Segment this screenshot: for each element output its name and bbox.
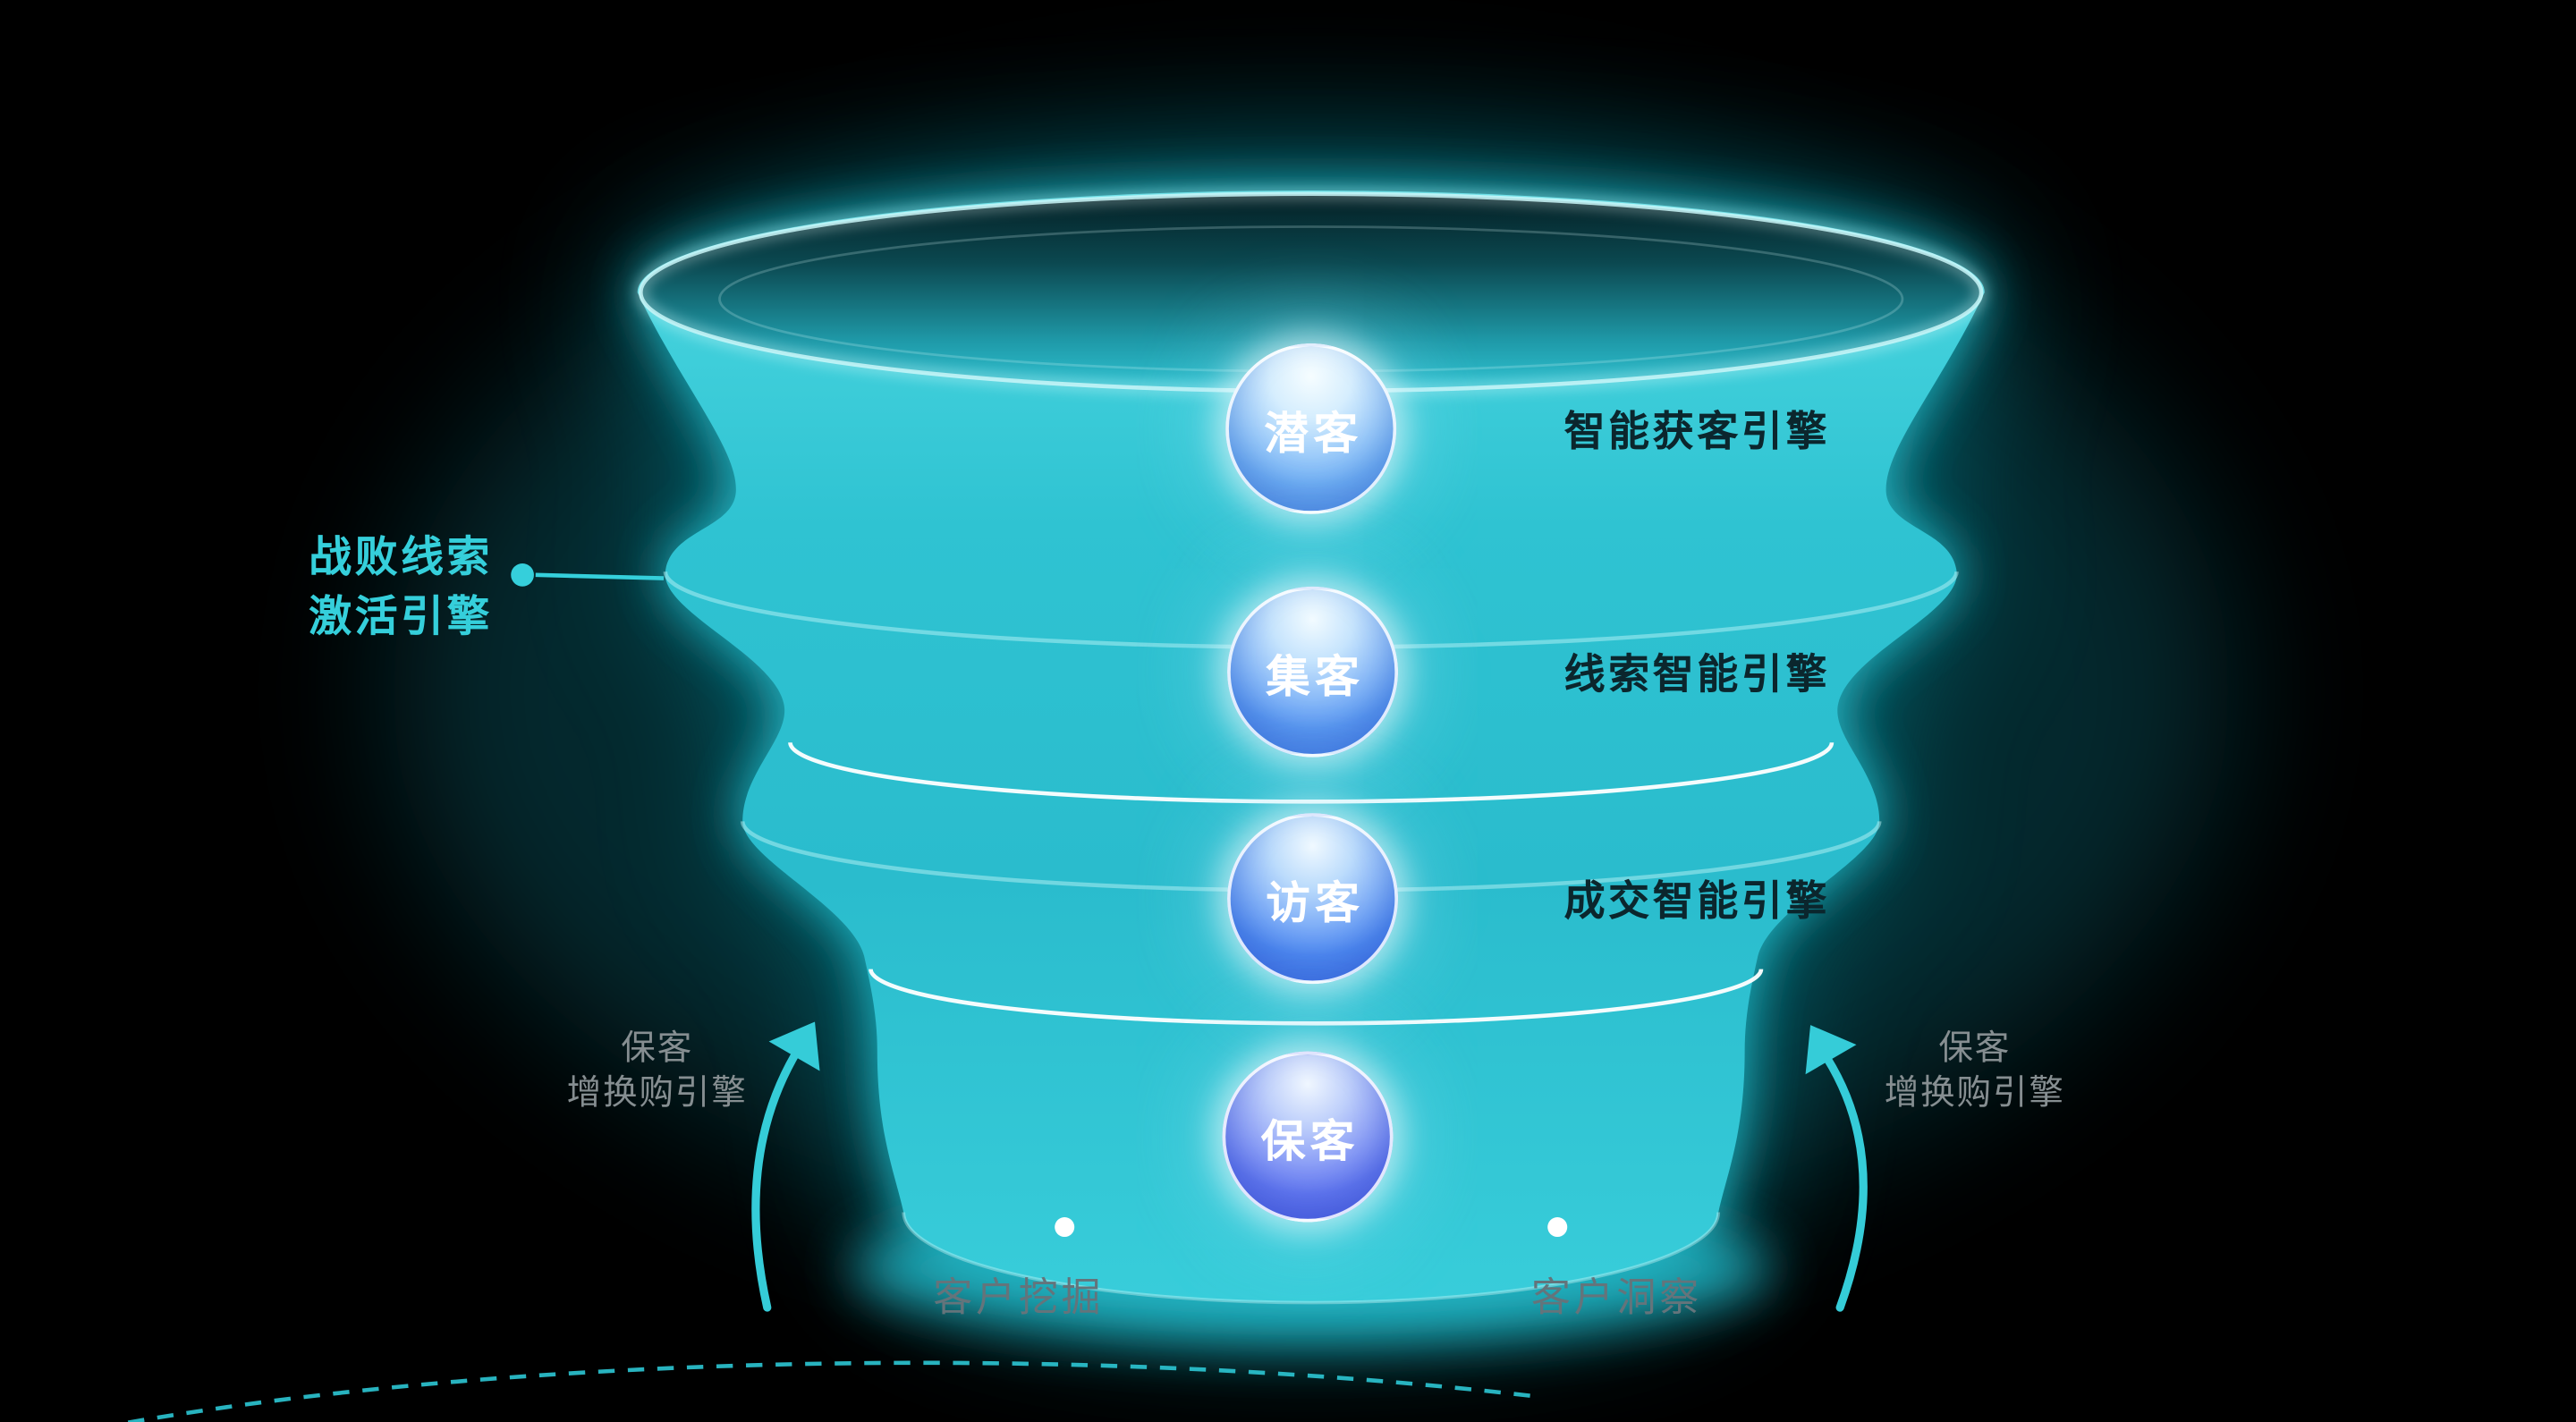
retention-label-left-line1: 保客 xyxy=(621,1029,694,1068)
lost-lead-callout-line2: 激活引擎 xyxy=(309,591,494,641)
retention-label-left-line2: 增换购引擎 xyxy=(566,1074,748,1113)
customer-mining-label: 客户挖掘 xyxy=(933,1276,1105,1321)
engine-label-acquisition: 智能获客引擎 xyxy=(1563,409,1831,455)
tier-separator-line-2 xyxy=(869,969,1764,1026)
retention-label-right: 保客 增换购引擎 xyxy=(1843,1027,2106,1115)
annotations xyxy=(127,563,1868,1422)
stage-badge-2: 集客 xyxy=(1227,586,1399,758)
right-up-arrow xyxy=(1822,1054,1868,1312)
stage-badge-4-label: 保客 xyxy=(1260,1116,1360,1166)
stage-badge-4: 保客 xyxy=(1222,1051,1394,1223)
stage-badge-3-label: 访客 xyxy=(1266,877,1365,927)
stage-badge-1: 潜客 xyxy=(1225,343,1397,514)
base-edge-highlight xyxy=(902,1212,1721,1305)
funnel xyxy=(391,131,2232,1344)
retention-label-right-line2: 增换购引擎 xyxy=(1884,1074,2065,1113)
engine-label-leads: 线索智能引擎 xyxy=(1563,652,1831,698)
base-dot-right xyxy=(1547,1217,1568,1238)
customer-insight-label: 客户洞察 xyxy=(1530,1276,1702,1321)
base-dot-left xyxy=(1055,1217,1075,1238)
stage-badge-3: 访客 xyxy=(1227,813,1399,985)
stage-badge-1-label: 潜客 xyxy=(1264,408,1363,458)
lost-lead-callout-line1: 战败线索 xyxy=(309,532,494,582)
stage-badge-2-label: 集客 xyxy=(1266,651,1365,701)
lost-lead-callout: 战败线索 激活引擎 xyxy=(276,528,526,646)
tier-separator-line-1 xyxy=(788,742,1835,804)
lost-lead-connector-line xyxy=(535,572,665,580)
left-up-arrowhead xyxy=(768,1021,820,1071)
left-up-arrow xyxy=(751,1050,800,1312)
lost-lead-connector-dot xyxy=(511,563,534,587)
right-up-arrowhead xyxy=(1805,1025,1857,1075)
retention-label-right-line1: 保客 xyxy=(1938,1029,2012,1068)
funnel-mouth xyxy=(640,193,1982,392)
bottom-dashed-arc xyxy=(127,1360,1535,1422)
engine-label-deals: 成交智能引擎 xyxy=(1563,878,1831,926)
retention-label-left: 保客 增换购引擎 xyxy=(526,1027,789,1115)
